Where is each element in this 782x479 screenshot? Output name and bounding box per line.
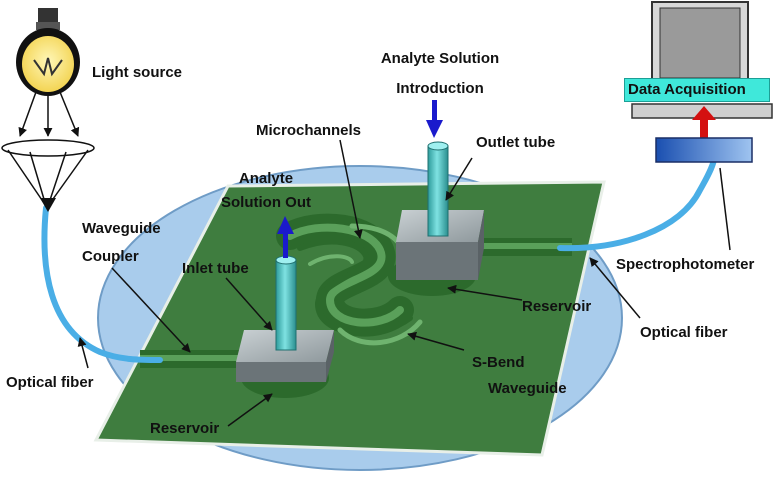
label-data-acquisition: Data Acquisition [628,81,746,98]
label-sbend-2: Waveguide [488,380,567,397]
label-outlet-tube: Outlet tube [476,134,556,151]
label-light-source: Light source [92,64,183,81]
label-analyte-out-2: Solution Out [221,194,311,211]
light-bulb-icon [16,8,80,96]
analyte-in-arrow [426,100,443,138]
focused-rays [7,149,89,207]
label-inlet-tube: Inlet tube [182,260,249,277]
spectrophotometer-box [655,137,753,163]
computer-monitor-icon [631,1,773,119]
label-analyte-out-1: Analyte [238,170,294,187]
label-optical-fiber-right: Optical fiber [640,324,728,341]
label-waveguide-coupler-2: Coupler [82,248,139,265]
label-sbend-1: S-Bend [472,354,525,371]
label-microchannels: Microchannels [256,122,362,139]
label-reservoir-right: Reservoir [522,298,592,315]
microchannel-s-bend [276,213,423,346]
inlet-block [236,330,334,382]
label-waveguide-coupler-1: Waveguide [82,220,161,237]
light-rays [18,91,80,137]
label-analyte-introduction-2: Introduction [396,80,484,97]
label-analyte-introduction-1: Analyte Solution [380,50,500,67]
optical-fiber-right [557,157,717,252]
data-up-arrow [692,106,716,140]
label-optical-fiber-left: Optical fiber [6,374,94,391]
outlet-tube [427,141,449,237]
inlet-tube [275,255,297,351]
leader-lines [77,139,731,427]
focusing-lens [1,139,95,157]
data-acquisition-highlight [624,78,770,102]
label-spectrophotometer: Spectrophotometer [616,256,755,273]
label-reservoir-left: Reservoir [150,420,220,437]
analyte-out-arrow [277,216,294,258]
